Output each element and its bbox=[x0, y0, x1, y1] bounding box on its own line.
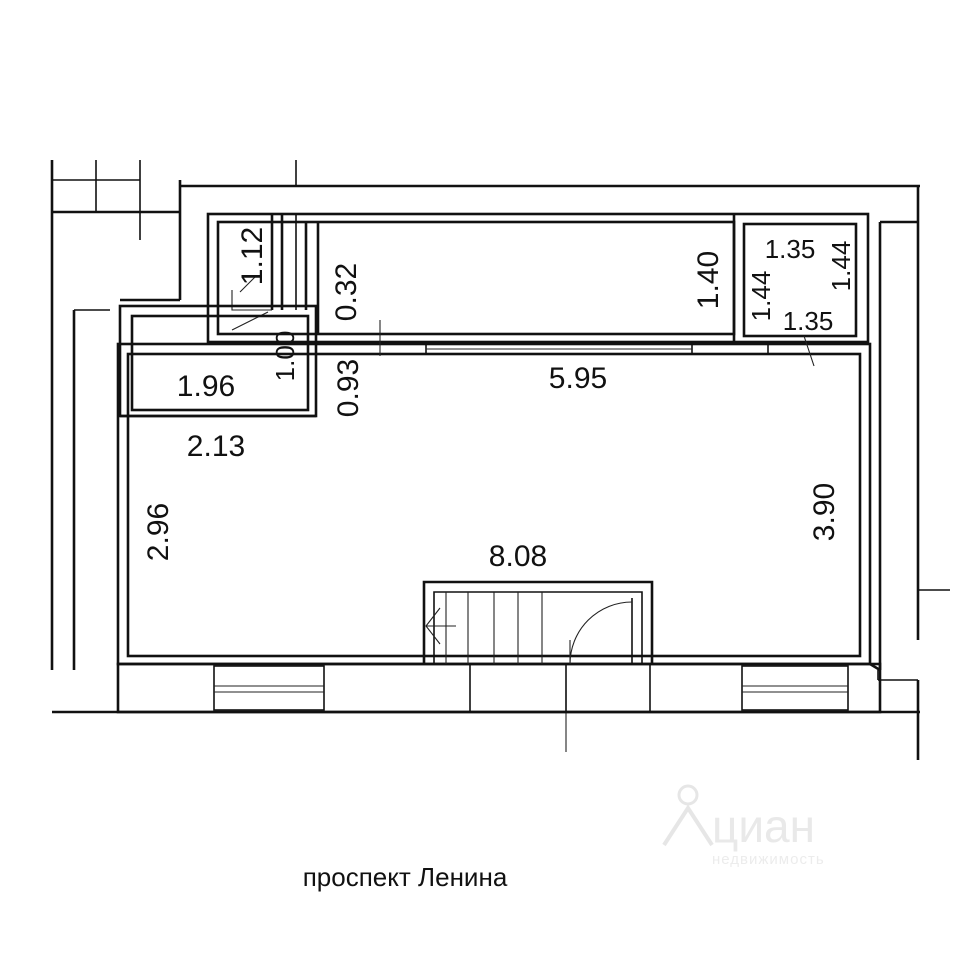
vestibule-height-label: 1.00 bbox=[270, 331, 300, 382]
dimension-ticks bbox=[239, 275, 815, 367]
bath-height-label: 1.40 bbox=[692, 251, 725, 309]
watermark: циан недвижимость bbox=[662, 784, 825, 868]
left-height-label: 2.96 bbox=[142, 503, 175, 561]
staircase bbox=[422, 580, 654, 664]
facade bbox=[116, 662, 882, 714]
street-label: проспект Ленина bbox=[303, 862, 508, 892]
vestibule-width-label: 1.96 bbox=[177, 370, 235, 403]
small-room-bottom-label: 1.35 bbox=[783, 306, 834, 336]
left-width-label: 2.13 bbox=[187, 430, 245, 463]
entrance-door bbox=[569, 598, 633, 665]
corridor-width-label: 0.32 bbox=[330, 263, 363, 321]
dimension-labels: 1.12 0.32 1.40 1.35 1.44 1.44 1.35 1.00 … bbox=[142, 227, 856, 573]
small-room-left-label: 1.44 bbox=[746, 271, 776, 322]
small-room-right-label: 1.44 bbox=[826, 241, 856, 292]
main-room-right-label: 3.90 bbox=[808, 483, 841, 541]
watermark-brand: циан bbox=[712, 800, 815, 852]
closet-height-label: 1.12 bbox=[236, 227, 269, 285]
watermark-tagline: недвижимость bbox=[712, 851, 825, 868]
passage-width-label: 0.93 bbox=[332, 359, 365, 417]
watermark-logo-icon bbox=[662, 784, 714, 847]
main-room-top-label: 5.95 bbox=[549, 362, 607, 395]
small-room-top-label: 1.35 bbox=[765, 234, 816, 264]
main-room-bottom-label: 8.08 bbox=[489, 540, 547, 573]
